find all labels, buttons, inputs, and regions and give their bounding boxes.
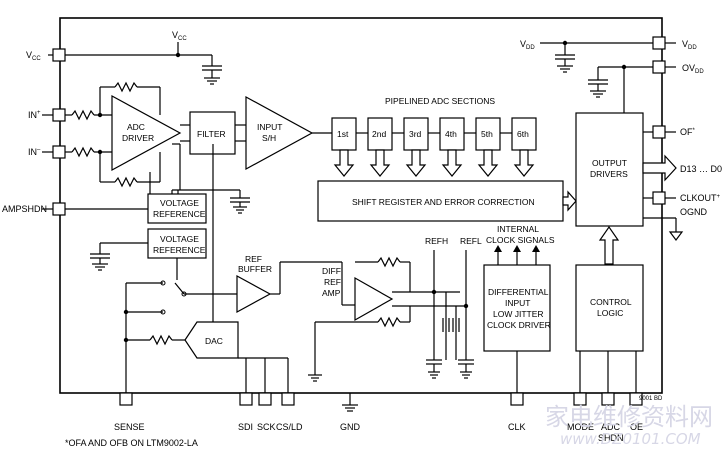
clock-driver-label-2: INPUT: [505, 298, 531, 308]
in-plus-label: IN+: [28, 110, 41, 120]
control-logic-label-1: CONTROL: [590, 297, 632, 307]
output-drivers-label-1: OUTPUT: [592, 158, 627, 168]
sense-label: SENSE: [114, 422, 145, 432]
control-logic-label-2: LOGIC: [597, 308, 623, 318]
shift-register-block: [317, 180, 564, 222]
adc-driver-label-1: ADC: [127, 122, 145, 132]
output-drivers-label-2: DRIVERS: [590, 169, 628, 179]
vcc-pin: [48, 42, 222, 85]
gnd-label: GND: [340, 422, 361, 432]
internal-clock-label-1: INTERNAL: [497, 224, 539, 234]
clkout-pin: [652, 191, 666, 205]
vdd-label: VDD: [682, 39, 697, 51]
internal-clock-label-2: CLOCK SIGNALS: [486, 235, 555, 245]
section-3rd-label: 3rd: [409, 129, 422, 139]
section-6th-label: 6th: [517, 129, 529, 139]
csld-pin: [281, 392, 295, 406]
ovdd-label: OVDD: [682, 63, 704, 75]
filter-label: FILTER: [197, 129, 226, 139]
watermark-text: 家电维修资料网: [545, 403, 713, 431]
section-3rd: [403, 117, 429, 151]
output-drivers-block: [575, 112, 644, 227]
csld-label: CS/LD: [276, 422, 303, 432]
adc-shdn-pin: [601, 392, 615, 406]
refh-label: REFH: [425, 236, 448, 246]
diff-ref-label-1: DIFF: [322, 266, 341, 276]
mode-label: MODE: [567, 422, 594, 432]
adc-driver-amp: [111, 94, 182, 172]
d13-d0-label: D13 … D0: [680, 164, 722, 174]
shift-register-label: SHIFT REGISTER AND ERROR CORRECTION: [352, 197, 535, 207]
section-2nd-label: 2nd: [372, 129, 386, 139]
clk-pin: [510, 392, 524, 406]
ref-buffer-amp: [236, 274, 272, 314]
control-to-output-arrow: [598, 225, 620, 265]
vdd-left-label: VDD: [520, 39, 535, 51]
of-pin: [652, 125, 666, 139]
clock-driver-block: [483, 264, 551, 352]
section-4th-label: 4th: [445, 129, 457, 139]
diff-ref-amp: [354, 276, 394, 322]
adc-driver-label-2: DRIVER: [122, 133, 154, 143]
ognd-label: OGND: [680, 207, 708, 217]
footnote: *OFA AND OFB ON LTM9002-LA: [65, 438, 198, 448]
input-pins: [42, 81, 161, 188]
vref1-label-2: REFERENCE: [153, 209, 206, 219]
section-2nd: [367, 117, 393, 151]
ognd-ground: [668, 231, 684, 241]
section-1st: [331, 117, 357, 151]
diff-ref-label-3: AMP: [322, 288, 341, 298]
oe-label: OE: [630, 422, 643, 432]
sense-pin: [119, 392, 133, 406]
pipeline-sections: [331, 117, 537, 177]
bottom-pins: [119, 392, 643, 412]
shdn-label: SHDN: [598, 433, 624, 443]
vcc-top-label: VCC: [172, 30, 187, 42]
oe-pin: [629, 392, 643, 406]
input-sh-label-2: S/H: [262, 133, 276, 143]
shift-to-output-arrow: [562, 190, 577, 212]
data-bus-arrow: [642, 154, 677, 182]
watermark-url: www.DZ0101.COM: [560, 430, 701, 448]
clkout-label: CLKOUT+: [680, 193, 721, 203]
section-5th: [475, 117, 501, 151]
input-sh-label-1: INPUT: [257, 122, 283, 132]
ref-buffer-label-1: REF: [245, 254, 262, 264]
vref2-label-1: VOLTAGE: [160, 234, 199, 244]
vref1-label-1: VOLTAGE: [160, 198, 199, 208]
section-1st-label: 1st: [337, 129, 349, 139]
sdi-label: SDI: [238, 422, 253, 432]
voltage-reference-1: [147, 193, 207, 224]
mode-pin: [573, 392, 587, 406]
ref-buffer-label-2: BUFFER: [238, 264, 272, 274]
dac-label: DAC: [205, 336, 223, 346]
control-logic-block: [575, 264, 644, 352]
diff-ref-label-2: REF: [324, 277, 341, 287]
sdi-pin: [239, 392, 253, 406]
adc-label: ADC: [601, 422, 621, 432]
sck-label: SCK: [257, 422, 276, 432]
ovdd-pin: [652, 60, 666, 74]
pipelined-title: PIPELINED ADC SECTIONS: [385, 96, 495, 106]
vcc-label: VCC: [26, 50, 41, 62]
figure-id: 9001 BD: [639, 396, 663, 402]
section-4th: [439, 117, 465, 151]
ampshdn-pin: [52, 202, 66, 216]
section-5th-label: 5th: [481, 129, 493, 139]
dac-block: [184, 321, 239, 359]
clk-label: CLK: [508, 422, 526, 432]
sck-pin: [258, 392, 272, 406]
of-label: OF*: [680, 127, 696, 137]
vref2-label-2: REFERENCE: [153, 245, 206, 255]
clock-driver-label-1: DIFFERENTIAL: [488, 287, 549, 297]
vdd-pin: [652, 36, 666, 50]
clock-driver-label-3: LOW JITTER: [493, 309, 544, 319]
input-sh-amp: [245, 95, 314, 171]
in-minus-label: IN–: [28, 147, 41, 157]
clock-driver-label-4: CLOCK DRIVER: [487, 320, 551, 330]
ampshdn-label: AMPSHDN: [2, 204, 47, 214]
refl-label: REFL: [460, 236, 482, 246]
